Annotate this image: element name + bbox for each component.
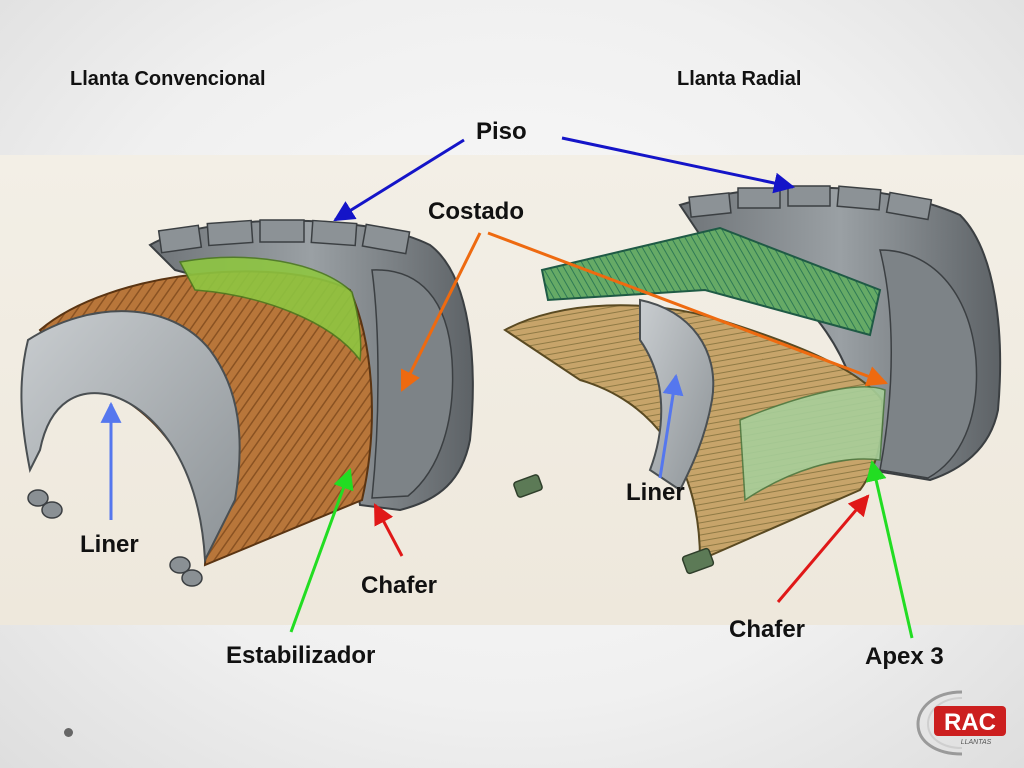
label-apex: Apex 3: [865, 643, 944, 670]
label-liner-right: Liner: [626, 479, 685, 506]
label-chafer-left: Chafer: [361, 572, 438, 599]
conventional-breaker: [178, 256, 362, 362]
conventional-inner-liner: [20, 310, 241, 564]
radial-belt-package: [540, 226, 882, 337]
label-chafer-right: Chafer: [729, 616, 806, 643]
conventional-bead-bundles: [27, 489, 203, 587]
piso-arrow-right: [561, 136, 796, 194]
chafer-arrow-right: [776, 494, 870, 603]
title-conventional-tire: Llanta Convencional: [70, 68, 266, 90]
liner-arrow-right: [658, 373, 684, 479]
label-estabilizador: Estabilizador: [226, 642, 376, 669]
slide-bullet: [64, 728, 73, 737]
label-piso: Piso: [476, 118, 527, 145]
chafer-arrow-left: [373, 503, 404, 557]
apex-arrow: [865, 459, 914, 639]
estabilizador-arrow: [289, 468, 354, 633]
radial-tread-blocks: [688, 185, 933, 221]
label-liner-left: Liner: [80, 531, 139, 558]
label-costado: Costado: [428, 198, 524, 225]
svg-text:LLANTAS: LLANTAS: [961, 739, 992, 746]
costado-arrow-right: [487, 231, 888, 387]
radial-bead-bundles: [513, 474, 715, 575]
rac-llantas-logo: RAC LLANTAS: [916, 690, 1006, 756]
conventional-tire-illustration: [20, 219, 474, 587]
radial-sidewall: [879, 249, 978, 479]
title-radial-tire: Llanta Radial: [677, 68, 802, 90]
costado-arrow-left: [400, 232, 482, 392]
svg-text:RAC: RAC: [944, 709, 996, 736]
conventional-tread-blocks: [157, 219, 411, 255]
radial-tire-illustration: [503, 185, 1002, 575]
piso-arrow-left: [333, 138, 465, 222]
